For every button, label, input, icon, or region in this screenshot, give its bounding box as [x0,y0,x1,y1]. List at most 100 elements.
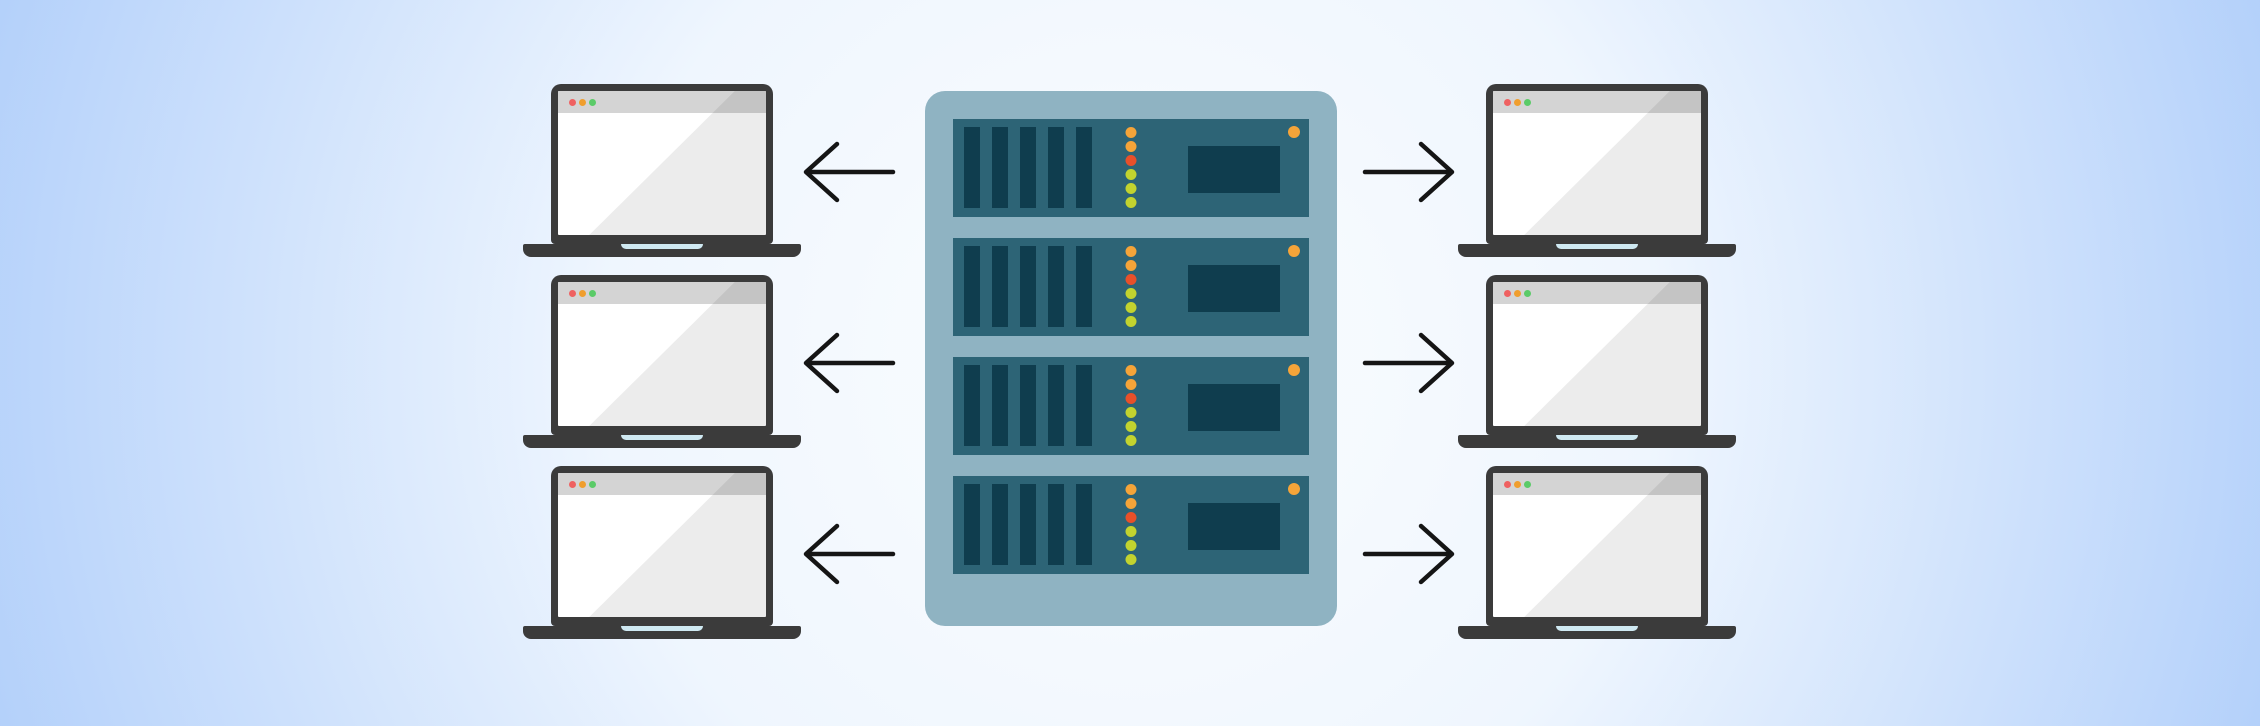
laptop-screen-frame [1486,466,1708,626]
laptop-client-left-3 [523,466,801,639]
laptop-screen [1493,282,1701,426]
status-led-green-icon [1125,302,1137,313]
vent-slat [992,365,1008,446]
laptop-client-right-1 [1458,84,1736,257]
laptop-window-titlebar [1493,473,1701,495]
window-dot-green-icon [589,480,596,488]
vent-slat [1020,484,1036,565]
window-dot-orange-icon [1514,98,1521,106]
status-led-column [1125,246,1137,327]
laptop-base [523,626,801,639]
status-led-green-icon [1125,540,1137,551]
status-led-green-icon [1125,554,1137,565]
power-led-icon [1288,126,1300,138]
laptop-base [1458,244,1736,257]
window-dot-orange-icon [579,480,586,488]
vent-slat [1048,127,1064,208]
vent-slat [992,484,1008,565]
status-led-green-icon [1125,288,1137,299]
vent-slat [992,246,1008,327]
vent-slat [1076,127,1092,208]
vent-slat [1076,484,1092,565]
vent-slat [1076,365,1092,446]
vent-slat [1020,365,1036,446]
server-unit-2 [953,238,1309,336]
laptop-window-titlebar [558,473,766,495]
window-dot-orange-icon [1514,289,1521,297]
laptop-base [523,435,801,448]
status-led-orange-icon [1125,365,1137,376]
laptop-screen-frame [551,275,773,435]
arrow-left-icon [803,332,896,394]
window-dot-red-icon [569,98,576,106]
laptop-screen [1493,91,1701,235]
laptop-base [1458,626,1736,639]
status-led-orange-icon [1125,246,1137,257]
server-unit-3 [953,357,1309,455]
status-led-orange-icon [1125,127,1137,138]
window-dot-orange-icon [579,289,586,297]
laptop-client-right-3 [1458,466,1736,639]
arrow-left-icon [803,523,896,585]
laptop-base [523,244,801,257]
laptop-screen [1493,473,1701,617]
window-dot-red-icon [1504,98,1511,106]
status-led-orange-icon [1125,141,1137,152]
vent-slat [1048,484,1064,565]
server-unit-4 [953,476,1309,574]
laptop-screen-frame [1486,275,1708,435]
vent-slats [964,365,1092,446]
server-rack [925,91,1337,626]
power-led-icon [1288,483,1300,495]
laptop-base-notch [1556,435,1638,440]
status-led-green-icon [1125,197,1137,208]
server-display-panel [1188,146,1280,193]
vent-slat [964,246,980,327]
vent-slat [964,127,980,208]
arrow-server-to-left-client-3 [800,522,896,586]
status-led-column [1125,365,1137,446]
laptop-screen [558,473,766,617]
status-led-orange-icon [1125,379,1137,390]
power-led-icon [1288,364,1300,376]
vent-slats [964,484,1092,565]
window-dot-green-icon [589,289,596,297]
vent-slat [1048,246,1064,327]
laptop-screen [558,91,766,235]
arrow-server-to-right-client-3 [1362,522,1458,586]
server-unit-1 [953,119,1309,217]
status-led-green-icon [1125,407,1137,418]
vent-slat [1020,127,1036,208]
laptop-window-titlebar [558,282,766,304]
status-led-red-icon [1125,393,1137,404]
laptop-base-notch [621,435,703,440]
vent-slat [992,127,1008,208]
arrow-right-icon [1362,141,1455,203]
laptop-base-notch [1556,244,1638,249]
arrow-server-to-right-client-2 [1362,331,1458,395]
laptop-base-notch [1556,626,1638,631]
arrow-server-to-right-client-1 [1362,140,1458,204]
status-led-green-icon [1125,316,1137,327]
status-led-orange-icon [1125,498,1137,509]
status-led-red-icon [1125,512,1137,523]
laptop-screen-frame [1486,84,1708,244]
laptop-client-right-2 [1458,275,1736,448]
laptop-window-titlebar [1493,91,1701,113]
arrow-server-to-left-client-1 [800,140,896,204]
laptop-base-notch [621,244,703,249]
window-dot-green-icon [1524,480,1531,488]
window-dot-red-icon [1504,480,1511,488]
window-dot-red-icon [569,289,576,297]
vent-slats [964,246,1092,327]
laptop-base [1458,435,1736,448]
arrow-left-icon [803,141,896,203]
laptop-client-left-1 [523,84,801,257]
laptop-screen [558,282,766,426]
window-dot-red-icon [569,480,576,488]
status-led-green-icon [1125,421,1137,432]
vent-slats [964,127,1092,208]
arrow-right-icon [1362,332,1455,394]
status-led-green-icon [1125,169,1137,180]
